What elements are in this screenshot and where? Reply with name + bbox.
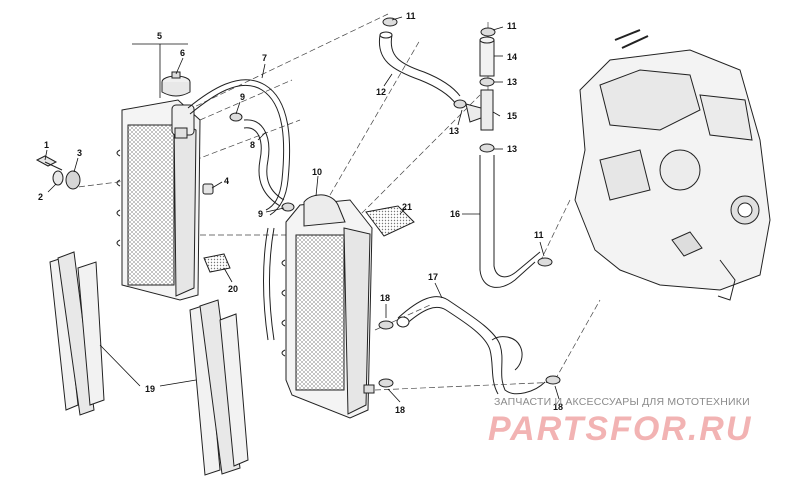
callout-5: 5 <box>157 31 162 41</box>
callout-13b: 13 <box>449 126 459 136</box>
callout-20: 20 <box>228 284 238 294</box>
engine-block <box>574 29 771 301</box>
hose-12 <box>378 31 461 105</box>
callout-17: 17 <box>428 272 438 282</box>
left-radiator <box>116 99 201 301</box>
callout-19: 19 <box>145 384 155 394</box>
callout-3: 3 <box>77 148 82 158</box>
hose-clamps-18 <box>378 320 561 388</box>
hose-17 <box>396 296 546 395</box>
callout-12: 12 <box>376 87 386 97</box>
sponge-pad-21 <box>365 205 415 237</box>
callout-4: 4 <box>224 176 229 186</box>
t-fitting-15 <box>465 89 494 131</box>
bolt-washer-grommet <box>35 155 81 190</box>
right-radiator <box>281 194 375 419</box>
radiator-guards <box>49 251 249 476</box>
drain-plug <box>202 183 214 195</box>
callout-13c: 13 <box>507 144 517 154</box>
callout-9a: 9 <box>240 92 245 102</box>
callout-15: 15 <box>507 111 517 121</box>
callout-18a: 18 <box>380 293 390 303</box>
hose-8 <box>243 119 285 207</box>
callout-11c: 11 <box>534 230 544 240</box>
callout-leaders <box>44 16 560 403</box>
callout-14: 14 <box>507 52 517 62</box>
sponge-pad-20 <box>203 253 231 273</box>
hose-14 <box>479 36 495 77</box>
callout-13a: 13 <box>507 77 517 87</box>
callout-1: 1 <box>44 140 49 150</box>
callout-16: 16 <box>450 209 460 219</box>
callout-2: 2 <box>38 192 43 202</box>
callout-9b: 9 <box>258 209 263 219</box>
callout-18c: 18 <box>553 402 563 412</box>
callout-numbers: 5 6 1 3 2 4 7 9 8 9 10 11 12 11 14 13 15… <box>38 11 563 415</box>
radiator-cap <box>161 71 191 97</box>
hose-clamps-13 <box>453 77 495 153</box>
callout-8: 8 <box>250 140 255 150</box>
watermark-caption: ЗАПЧАСТИ И АКСЕССУАРЫ ДЛЯ МОТОТЕХНИКИ <box>494 396 750 408</box>
callout-11a: 11 <box>406 11 416 21</box>
hose-16 <box>479 155 541 288</box>
callout-21: 21 <box>402 202 412 212</box>
watermark-brand: PARTSFOR.RU <box>488 410 753 448</box>
hose-clamps-9 <box>229 112 295 212</box>
callout-6: 6 <box>180 48 185 58</box>
callout-10: 10 <box>312 167 322 177</box>
hose-clamps-11 <box>382 17 553 267</box>
callout-7: 7 <box>262 53 267 63</box>
callout-18b: 18 <box>395 405 405 415</box>
callout-11b: 11 <box>507 21 517 31</box>
